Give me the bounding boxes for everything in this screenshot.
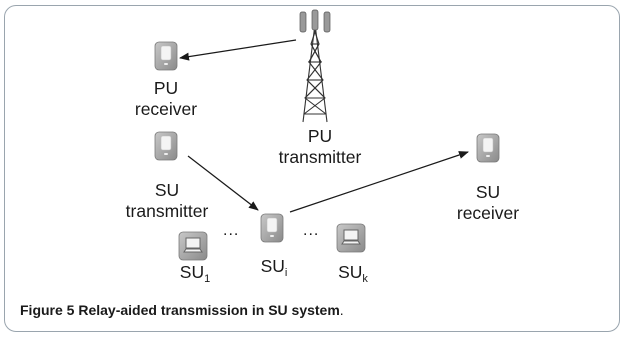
su-transmitter-line1: SU [154,180,180,200]
arrow-relay-to-su-rx [289,151,469,213]
figure-caption: Figure 5 Relay-aided transmission in SU … [20,302,344,318]
tower-icon [299,9,331,123]
suk-label: SUk [328,262,378,286]
phone-icon [260,213,284,243]
figure-frame [4,5,620,332]
ellipsis-right: ... [303,222,320,239]
su1-base: SU [179,262,205,282]
pu-receiver-line1: PU [153,78,179,98]
pu-transmitter-line1: PU [307,126,333,146]
su-transmitter-label: SU transmitter [112,180,222,222]
su-transmitter-line2: transmitter [125,201,209,221]
suk-sub: k [362,273,368,285]
phone-icon [154,41,178,71]
figure-number: Figure 5 [20,302,75,318]
pu-receiver-line2: receiver [134,99,198,119]
phone-icon [154,131,178,161]
pu-transmitter-line2: transmitter [278,147,362,167]
sui-label: SUi [252,256,296,280]
figure-title: Relay-aided transmission in SU system [78,302,340,318]
pu-receiver-label: PU receiver [126,78,206,120]
ellipsis-left: ... [223,222,240,239]
pu-transmitter-label: PU transmitter [270,126,370,168]
laptop-icon [178,231,208,261]
su-receiver-label: SU receiver [448,182,528,224]
arrow-pu-tx-to-pu-rx [179,39,297,61]
sui-sub: i [284,267,288,279]
su-receiver-line1: SU [475,182,501,202]
suk-base: SU [338,262,363,282]
caption-period: . [339,302,344,318]
su-receiver-line2: receiver [456,203,520,223]
phone-icon [476,133,500,163]
laptop-icon [336,223,366,253]
su1-sub: 1 [204,273,211,285]
arrow-su-tx-to-relay [187,155,259,211]
su1-label: SU1 [170,262,220,286]
sui-base: SU [260,256,285,276]
